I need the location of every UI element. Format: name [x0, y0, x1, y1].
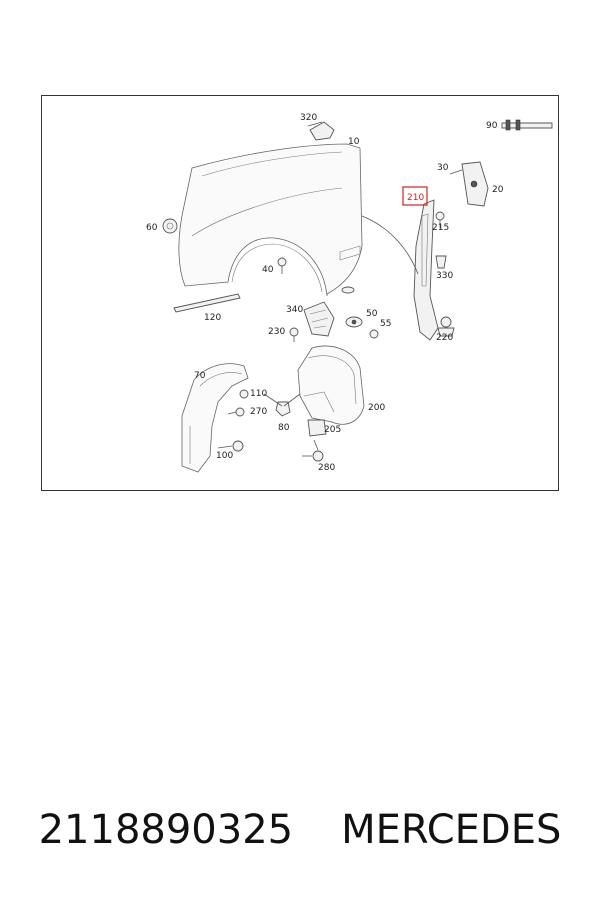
bracket-205: [307, 419, 327, 437]
pad-340: [303, 301, 335, 337]
callout-50: 50: [366, 309, 378, 319]
callout-330: 330: [436, 271, 453, 281]
callout-labels: 320 10 90 30 20 210 215 60 330 40 120 34…: [146, 113, 504, 473]
callout-205: 205: [324, 425, 341, 435]
wheel-liner-70: [181, 363, 249, 473]
clip-110: [239, 389, 249, 399]
wheel-liner-200: [297, 345, 365, 425]
bracket-320: [307, 121, 335, 141]
callout-70: 70: [194, 371, 206, 381]
fender-part: [178, 143, 363, 297]
grommet-60: [162, 218, 178, 234]
callout-30: 30: [437, 163, 449, 173]
callout-220: 220: [436, 333, 453, 343]
callout-10: 10: [348, 137, 360, 147]
callout-100: 100: [216, 451, 233, 461]
callout-20: 20: [492, 185, 504, 195]
trim-strip-120: [173, 293, 241, 313]
callout-320: 320: [300, 113, 317, 123]
exploded-view-illustration: 320 10 90 30 20 210 215 60 330 40 120 34…: [146, 113, 553, 473]
callout-110: 110: [250, 389, 267, 399]
fastener-215: [435, 211, 445, 228]
clip-90: [501, 119, 553, 131]
callout-55: 55: [380, 319, 391, 329]
callout-120: 120: [204, 313, 221, 323]
nut-50: [345, 316, 363, 328]
screw-270: [227, 407, 245, 417]
callout-270: 270: [250, 407, 267, 417]
callout-90: 90: [486, 121, 498, 131]
fastener-330: [435, 255, 447, 269]
caption: 2118890325 MERCEDES: [0, 800, 600, 860]
part-number: 2118890325: [38, 807, 294, 853]
callout-200: 200: [368, 403, 385, 413]
nut-55: [369, 329, 379, 339]
callout-210: 210: [407, 193, 424, 203]
bolt-280: [302, 439, 324, 462]
clip-230: [289, 327, 299, 342]
bolt-40: [277, 257, 287, 274]
fastener-220: [437, 316, 455, 337]
support-210: [361, 199, 439, 341]
callout-215: 215: [432, 223, 449, 233]
callout-40: 40: [262, 265, 274, 275]
highlight-box-210: [402, 186, 428, 206]
brand-name: MERCEDES: [341, 807, 562, 853]
bracket-20: [449, 161, 489, 207]
callout-230: 230: [268, 327, 285, 337]
callout-340: 340: [286, 305, 303, 315]
nut-80: [263, 393, 301, 417]
callout-80: 80: [278, 423, 290, 433]
callout-280: 280: [318, 463, 335, 473]
callout-60: 60: [146, 223, 158, 233]
parts-diagram: 320 10 90 30 20 210 215 60 330 40 120 34…: [41, 95, 559, 491]
bolt-100: [217, 440, 244, 452]
